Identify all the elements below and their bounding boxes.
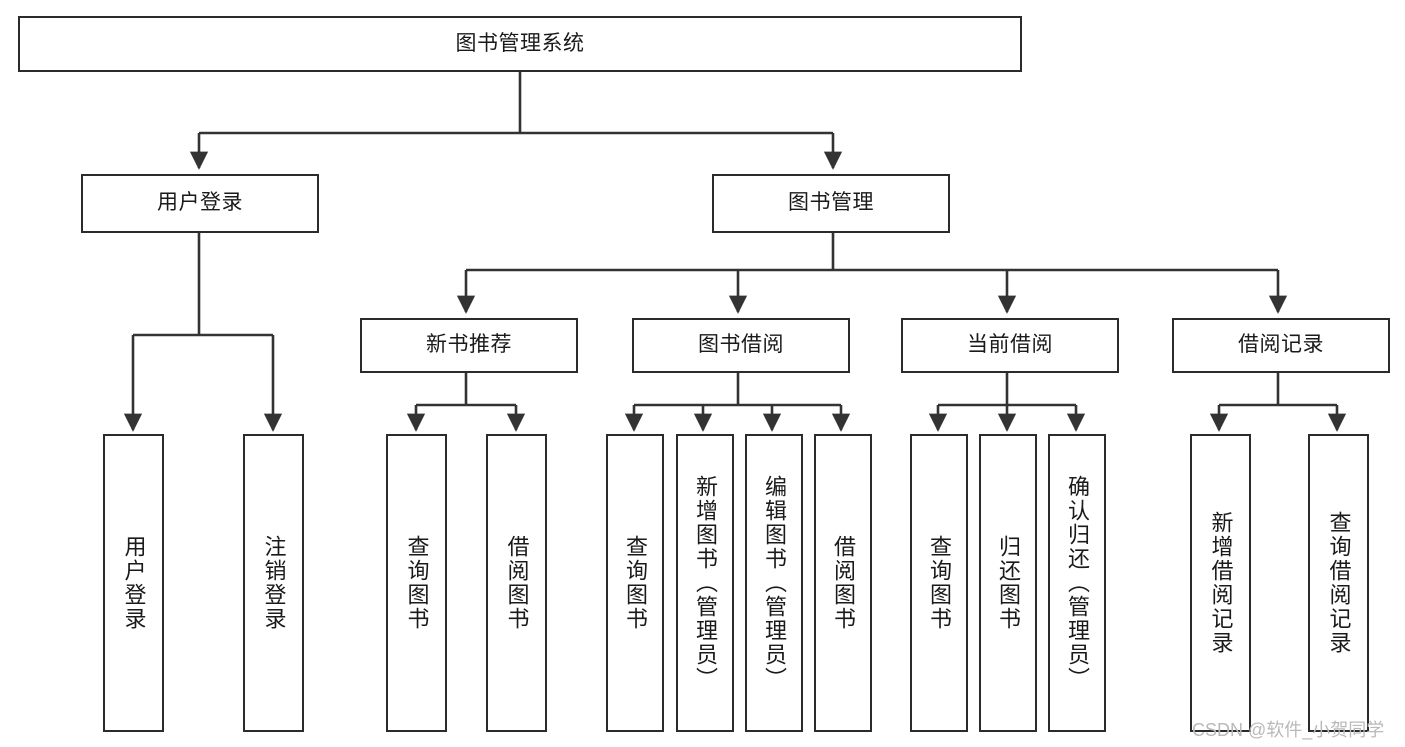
node-book-borrow-label: 图书借阅 (698, 333, 784, 357)
node-leaf-user-login-label: 用户登录 (121, 535, 147, 631)
node-leaf-borrow-book-2[interactable]: 借阅图书 (814, 434, 872, 732)
node-book-manage[interactable]: 图书管理 (712, 174, 950, 233)
node-leaf-logout-label: 注销登录 (261, 535, 287, 631)
node-leaf-query-book-2[interactable]: 查询图书 (606, 434, 664, 732)
node-leaf-edit-book[interactable]: 编辑图书（管理员） (745, 434, 803, 732)
node-leaf-borrow-book-2-label: 借阅图书 (831, 535, 856, 631)
node-leaf-return-book-label: 归还图书 (996, 535, 1021, 631)
node-current-borrow[interactable]: 当前借阅 (901, 318, 1119, 373)
node-leaf-borrow-book-1-label: 借阅图书 (504, 535, 530, 631)
node-leaf-user-login[interactable]: 用户登录 (103, 434, 164, 732)
node-leaf-add-borrow-record[interactable]: 新增借阅记录 (1190, 434, 1251, 732)
node-leaf-confirm-return[interactable]: 确认归还（管理员） (1048, 434, 1106, 732)
node-root[interactable]: 图书管理系统 (18, 16, 1022, 72)
node-user-login[interactable]: 用户登录 (81, 174, 319, 233)
node-leaf-logout[interactable]: 注销登录 (243, 434, 304, 732)
node-leaf-query-book-3-label: 查询图书 (927, 535, 952, 631)
node-new-book-rec-label: 新书推荐 (426, 333, 512, 357)
node-borrow-record-label: 借阅记录 (1238, 333, 1324, 357)
node-leaf-query-book-1[interactable]: 查询图书 (386, 434, 447, 732)
node-leaf-add-book-label: 新增图书（管理员） (693, 475, 718, 691)
node-book-borrow[interactable]: 图书借阅 (632, 318, 850, 373)
node-leaf-query-book-2-label: 查询图书 (623, 535, 648, 631)
node-root-label: 图书管理系统 (455, 31, 585, 55)
csdn-watermark: CSDN @软件_小贺同学 (1192, 720, 1385, 740)
node-leaf-confirm-return-label: 确认归还（管理员） (1065, 475, 1090, 691)
node-leaf-add-borrow-record-label: 新增借阅记录 (1208, 511, 1234, 655)
node-leaf-query-book-3[interactable]: 查询图书 (910, 434, 968, 732)
node-leaf-query-borrow-record[interactable]: 查询借阅记录 (1308, 434, 1369, 732)
node-borrow-record[interactable]: 借阅记录 (1172, 318, 1390, 373)
node-leaf-edit-book-label: 编辑图书（管理员） (762, 475, 787, 691)
node-leaf-add-book[interactable]: 新增图书（管理员） (676, 434, 734, 732)
node-leaf-query-book-1-label: 查询图书 (404, 535, 430, 631)
node-leaf-query-borrow-record-label: 查询借阅记录 (1326, 511, 1352, 655)
node-user-login-label: 用户登录 (157, 191, 243, 215)
node-new-book-rec[interactable]: 新书推荐 (360, 318, 578, 373)
node-current-borrow-label: 当前借阅 (967, 333, 1053, 357)
node-book-manage-label: 图书管理 (788, 191, 874, 215)
node-leaf-return-book[interactable]: 归还图书 (979, 434, 1037, 732)
node-leaf-borrow-book-1[interactable]: 借阅图书 (486, 434, 547, 732)
